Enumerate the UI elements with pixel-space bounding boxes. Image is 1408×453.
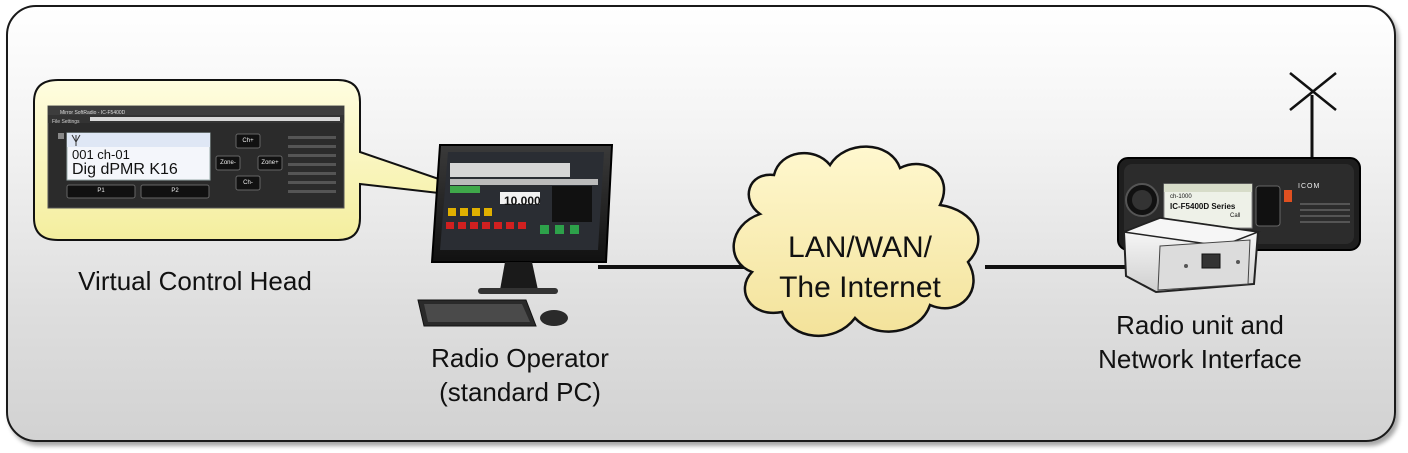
pc-mouse [540,310,568,326]
network-cloud [732,145,980,338]
radio-display-channel: ch-1000 [1170,194,1192,200]
p1-button: P1 [97,188,105,194]
pc-monitor [430,144,614,294]
antenna-icon [1289,72,1337,160]
pc-keyboard [417,299,537,327]
zone-up-button: Zone+ [261,160,279,166]
virtual-head-menu: File Settings [52,119,80,125]
pc-screen-readout: 10.000 [504,194,541,208]
virtual-control-head-label: Virtual Control Head [78,266,312,296]
network-label: LAN/WAN/ The Internet [779,231,941,304]
radio-display-model: IC-F5400D Series [1170,202,1236,211]
virtual-head-channel-name: Dig dPMR K16 [72,161,178,178]
virtual-head-channel-line: 001 ch-01 [72,147,130,162]
ch-up-button: Ch+ [242,138,254,144]
ch-down-button: Ch- [243,180,253,186]
virtual-head-window-title: Mirror SoftRadio - IC-F5400D [60,110,126,116]
radio-brand-logo: ICOM [1298,183,1321,190]
radio-operator-label: Radio Operator (standard PC) [431,343,609,407]
p2-button: P2 [171,188,179,194]
zone-down-button: Zone- [220,160,236,166]
radio-unit-label: Radio unit and Network Interface [1098,310,1302,374]
network-interface-box [1121,216,1261,294]
radio-display-status: Call [1230,213,1241,219]
virtual-head-window [47,105,345,209]
